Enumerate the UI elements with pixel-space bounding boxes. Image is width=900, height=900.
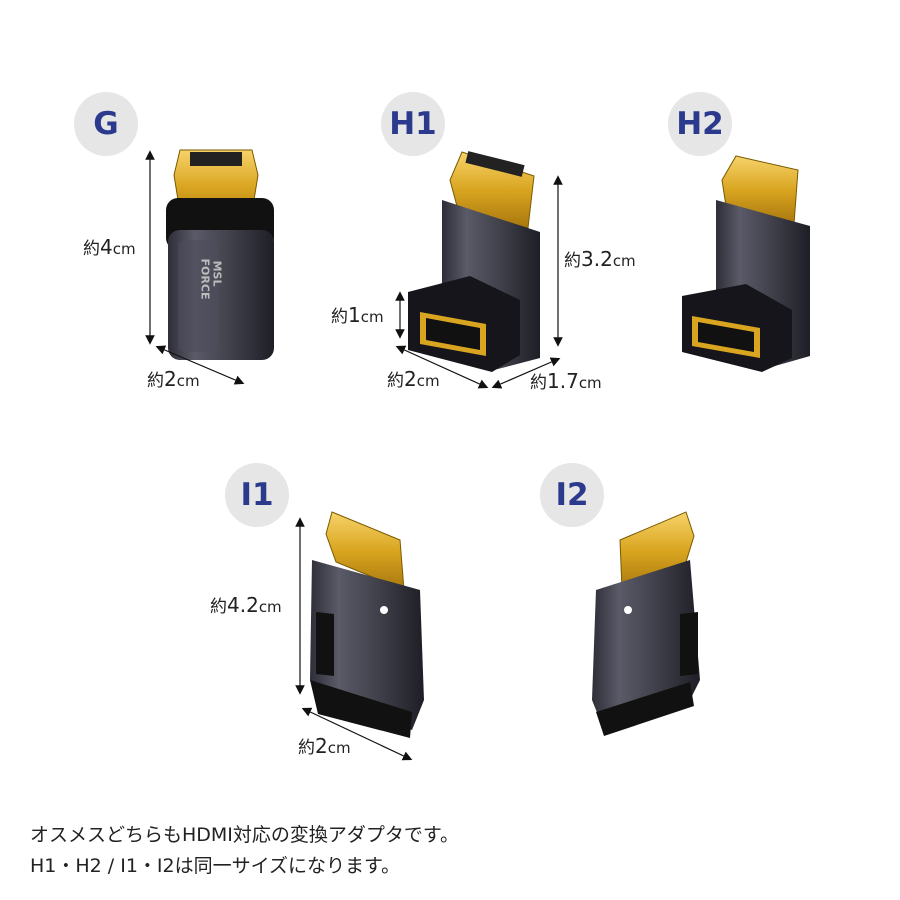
adapter-h2 bbox=[682, 155, 810, 372]
dim-h1-depth: 約1.7cm bbox=[530, 369, 602, 393]
dim-h1-port: 約1cm bbox=[331, 303, 384, 327]
brand-mark-g: MSL FORCE bbox=[199, 258, 224, 300]
dim-g-width: 約2cm bbox=[147, 367, 200, 391]
dim-g-height: 約4cm bbox=[83, 235, 136, 259]
brand-line-2: FORCE bbox=[199, 258, 212, 300]
badge-h2: H2 bbox=[668, 92, 732, 156]
adapter-i1 bbox=[295, 511, 424, 761]
badge-h1: H1 bbox=[381, 92, 445, 156]
badge-g: G bbox=[74, 92, 138, 156]
badge-i1: I1 bbox=[225, 463, 289, 527]
caption-line-2: H1・H2 / I1・I2は同一サイズになります。 bbox=[30, 855, 401, 877]
adapter-i2 bbox=[592, 511, 700, 736]
dim-i1-width: 約2cm bbox=[298, 734, 351, 758]
dim-i1-height: 約4.2cm bbox=[210, 593, 282, 617]
adapter-h1 bbox=[395, 151, 563, 389]
caption-line-1: オスメスどちらもHDMI対応の変換アダプタです。 bbox=[30, 824, 460, 846]
dim-h1-width: 約2cm bbox=[387, 367, 440, 391]
badge-i2: I2 bbox=[540, 463, 604, 527]
brand-line-1: MSL bbox=[210, 260, 224, 287]
adapter-g bbox=[145, 149, 274, 385]
dim-h1-height: 約3.2cm bbox=[564, 247, 636, 271]
